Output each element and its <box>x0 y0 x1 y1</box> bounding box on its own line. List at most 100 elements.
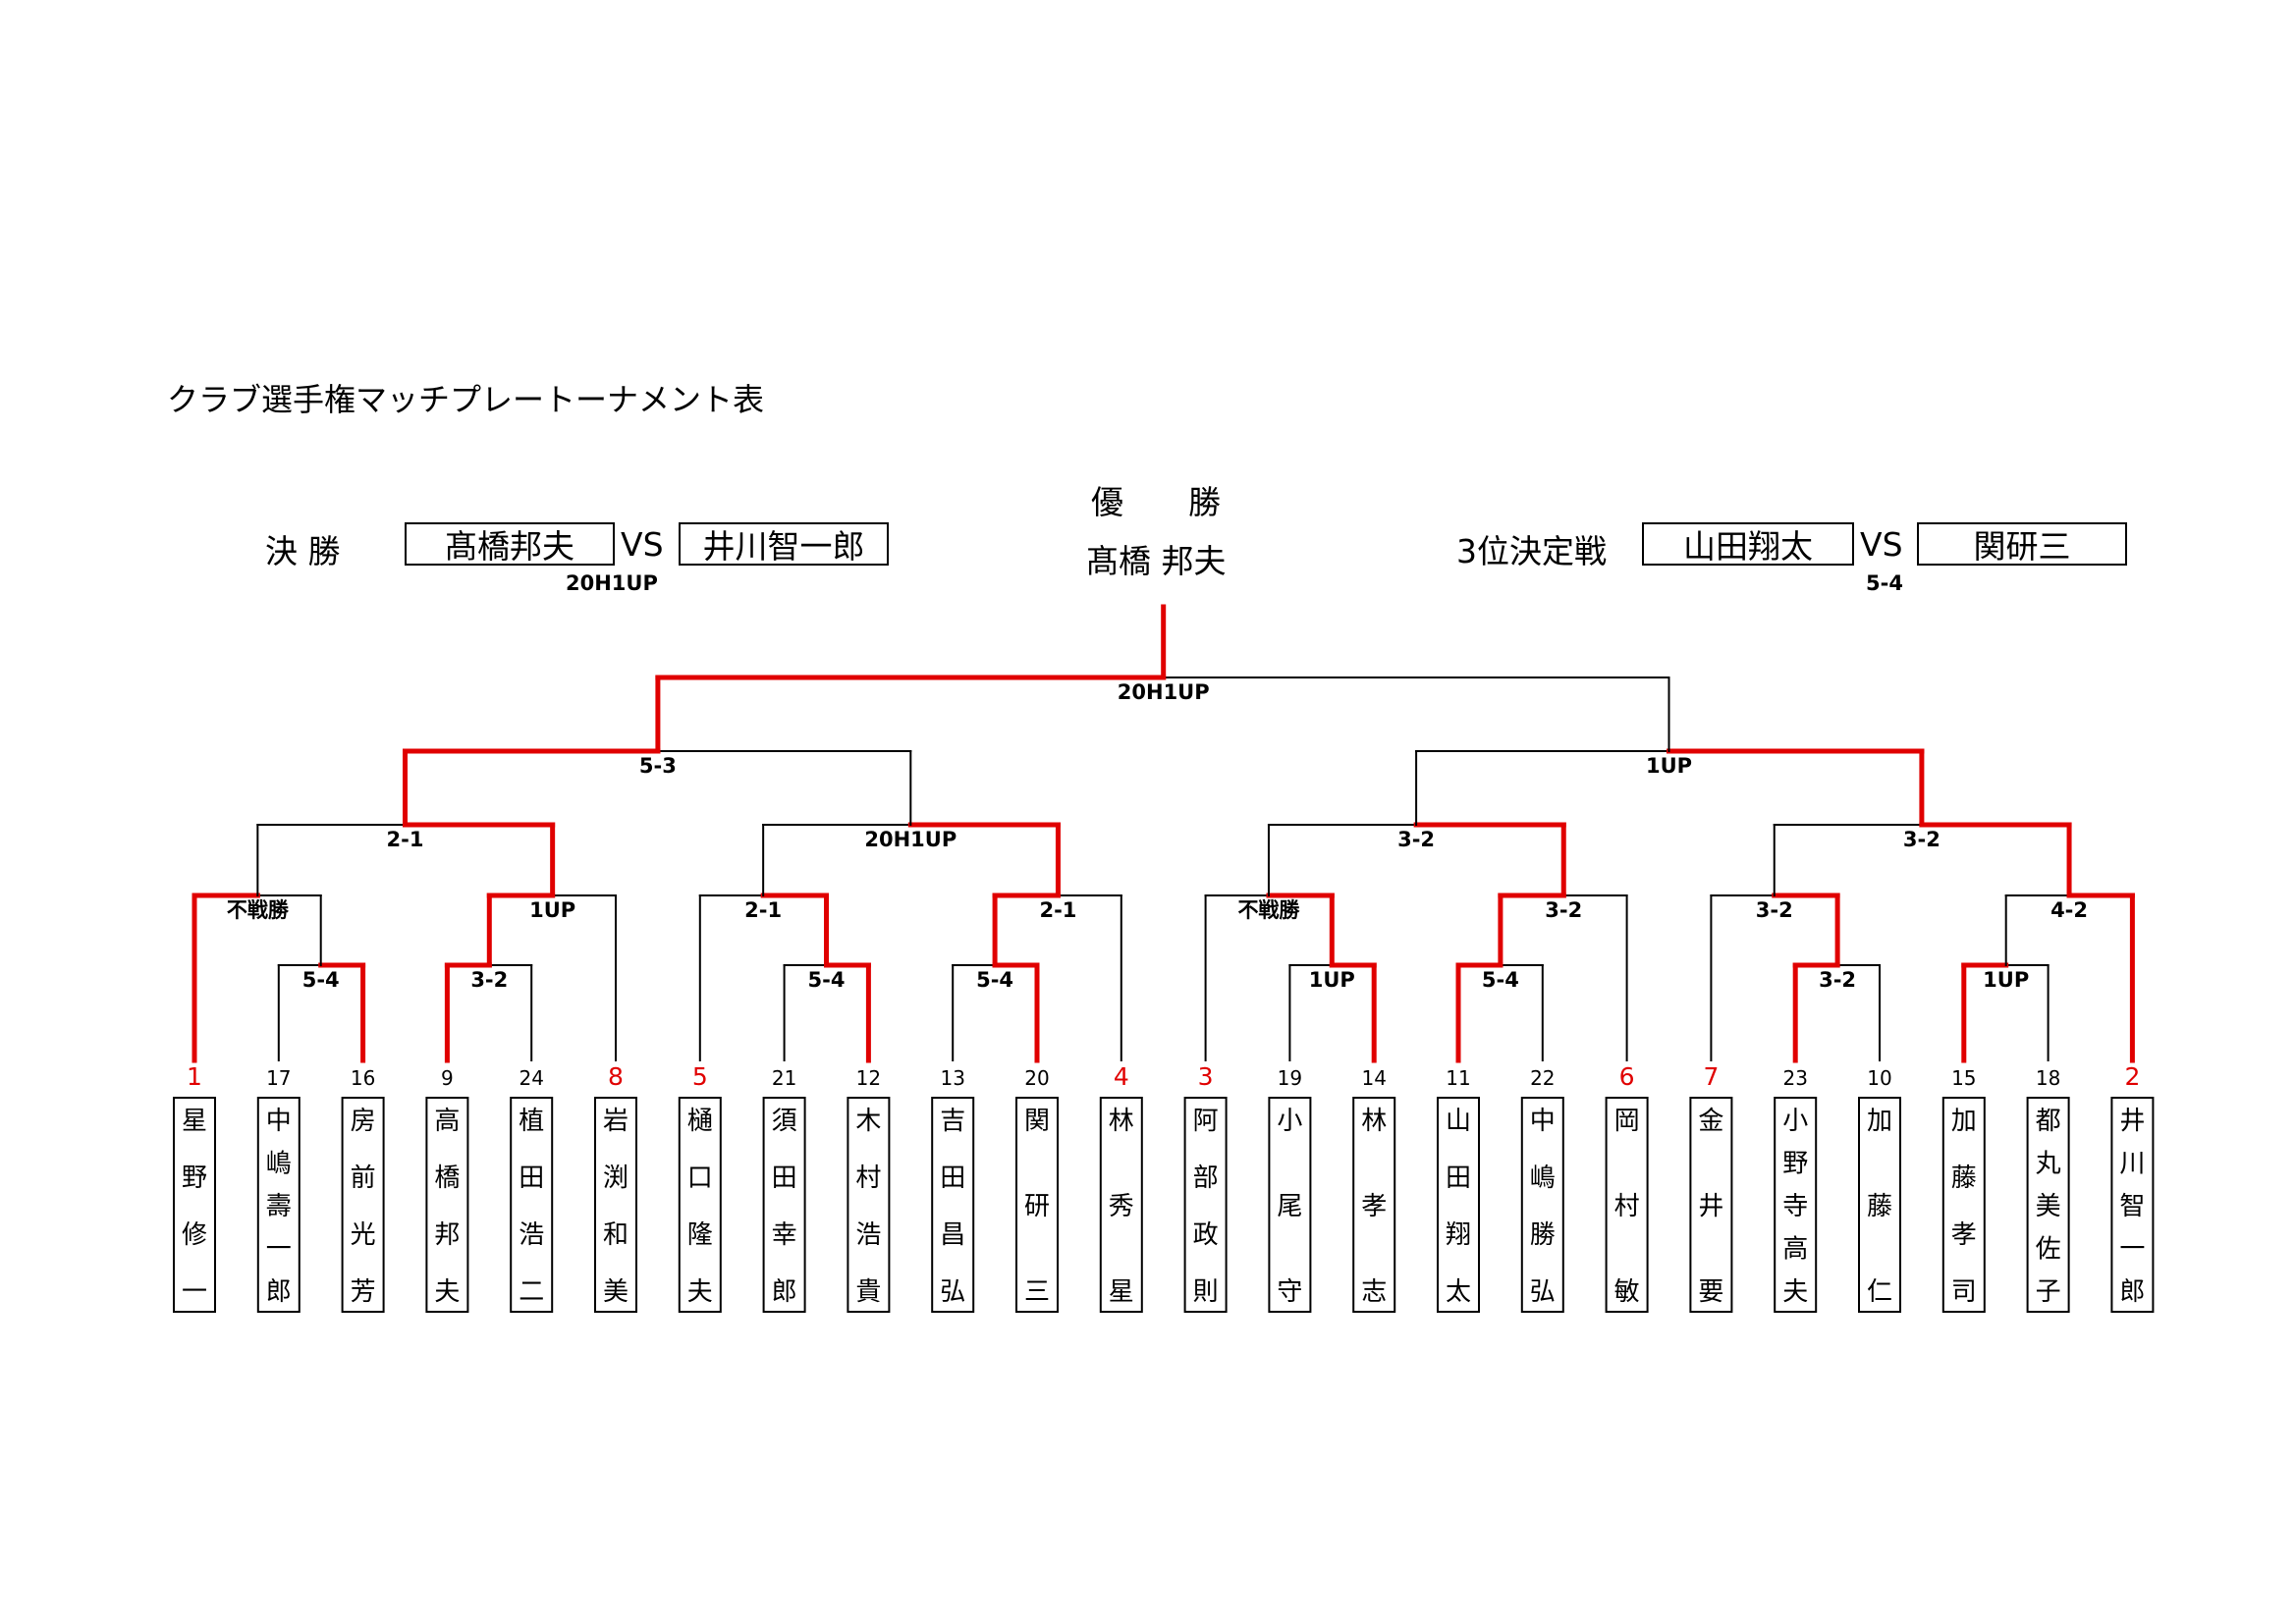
player-name-char-1-3: 修 <box>182 1220 207 1250</box>
player-name-char-19-1: 小 <box>1277 1107 1302 1136</box>
player-name-char-17-3: 壽 <box>266 1192 292 1221</box>
player-name-box-11 <box>1437 1097 1480 1313</box>
match-score-r3c-3-2: 3-2 <box>1397 828 1435 851</box>
player-number-4: 4 <box>1114 1062 1129 1091</box>
player-name-char-8-2: 渕 <box>603 1164 629 1193</box>
player-name-char-6-2: 村 <box>1614 1192 1640 1221</box>
player-number-22: 22 <box>1530 1066 1555 1090</box>
player-number-15: 15 <box>1951 1066 1976 1090</box>
player-name-char-5-3: 隆 <box>687 1220 713 1250</box>
player-name-char-2-4: 一 <box>2119 1235 2145 1265</box>
match-score-r1a-5-4: 5-4 <box>302 968 340 992</box>
player-name-char-3-2: 部 <box>1193 1164 1219 1193</box>
player-name-char-4-1: 林 <box>1109 1107 1134 1136</box>
final-player1-box: 髙橋邦夫 <box>405 522 615 566</box>
player-name-char-1-2: 野 <box>182 1164 207 1193</box>
player-name-char-2-5: 郎 <box>2119 1277 2145 1307</box>
player-name-box-20 <box>1015 1097 1059 1313</box>
page-title: クラブ選手権マッチプレートーナメント表 <box>167 381 765 418</box>
player-number-6: 6 <box>1619 1062 1635 1091</box>
final-player2-box: 井川智一郎 <box>679 522 889 566</box>
player-name-char-3-1: 阿 <box>1193 1107 1219 1136</box>
final-player2: 井川智一郎 <box>702 527 865 566</box>
player-name-char-23-3: 寺 <box>1782 1192 1808 1221</box>
third-player1: 山田翔太 <box>1683 527 1813 566</box>
match-score-r2a--: 不戦勝 <box>227 898 290 922</box>
player-number-23: 23 <box>1782 1066 1807 1090</box>
match-score-r1h-1UP: 1UP <box>1983 968 2029 992</box>
player-number-7: 7 <box>1703 1062 1719 1091</box>
player-name-char-6-3: 敏 <box>1614 1277 1640 1307</box>
player-name-char-24-2: 田 <box>519 1164 544 1193</box>
player-name-char-13-1: 吉 <box>940 1107 965 1136</box>
player-number-13: 13 <box>940 1066 964 1090</box>
match-score-r2e--: 不戦勝 <box>1237 898 1300 922</box>
player-name-char-4-3: 星 <box>1109 1277 1134 1307</box>
match-score-r3b-20H1UP: 20H1UP <box>864 828 957 851</box>
player-name-char-8-4: 美 <box>603 1277 629 1307</box>
player-name-char-24-1: 植 <box>519 1107 544 1136</box>
player-name-char-21-4: 郎 <box>772 1277 797 1307</box>
player-name-char-12-2: 村 <box>855 1164 881 1193</box>
player-name-box-7 <box>1689 1097 1733 1313</box>
player-name-char-21-3: 幸 <box>772 1220 797 1250</box>
player-name-char-12-4: 貴 <box>855 1277 881 1307</box>
player-name-char-3-3: 政 <box>1193 1220 1219 1250</box>
player-name-box-1 <box>173 1097 216 1313</box>
player-name-char-1-4: 一 <box>182 1277 207 1307</box>
third-player2: 関研三 <box>1973 527 2071 566</box>
player-name-char-11-3: 翔 <box>1446 1220 1471 1250</box>
match-score-r2h-4-2: 4-2 <box>2050 898 2088 922</box>
final-vs: VS <box>621 525 664 564</box>
player-name-char-5-4: 夫 <box>687 1277 713 1307</box>
match-score-r2b-1UP: 1UP <box>529 898 575 922</box>
player-name-char-5-2: 口 <box>687 1164 713 1193</box>
match-score-r4b-1UP: 1UP <box>1646 754 1692 778</box>
player-name-box-2 <box>2110 1097 2155 1313</box>
player-name-box-17 <box>256 1097 301 1313</box>
player-name-char-3-4: 則 <box>1193 1277 1219 1307</box>
player-name-char-14-2: 孝 <box>1361 1192 1387 1221</box>
champion-name: 髙橋 邦夫 <box>1086 542 1227 580</box>
player-name-char-17-2: 嶋 <box>266 1150 292 1179</box>
player-name-char-23-1: 小 <box>1782 1107 1808 1136</box>
player-name-char-12-3: 浩 <box>855 1220 881 1250</box>
player-name-box-15 <box>1941 1097 1986 1313</box>
player-name-char-11-1: 山 <box>1446 1107 1471 1136</box>
player-name-char-22-1: 中 <box>1530 1107 1556 1136</box>
player-name-char-10-1: 加 <box>1867 1107 1892 1136</box>
player-name-box-5 <box>678 1097 722 1313</box>
match-score-r1b-3-2: 3-2 <box>470 968 508 992</box>
player-name-char-24-3: 浩 <box>519 1220 544 1250</box>
player-name-char-22-4: 弘 <box>1530 1277 1556 1307</box>
player-name-char-16-4: 芳 <box>351 1277 376 1307</box>
match-score-r1g-3-2: 3-2 <box>1819 968 1856 992</box>
player-number-1: 1 <box>187 1062 202 1091</box>
player-name-box-13 <box>931 1097 975 1313</box>
player-name-box-12 <box>847 1097 891 1313</box>
match-score-r2g-3-2: 3-2 <box>1756 898 1793 922</box>
player-name-char-20-2: 研 <box>1024 1192 1050 1221</box>
player-name-char-10-2: 藤 <box>1867 1192 1892 1221</box>
final-score: 20H1UP <box>566 571 658 595</box>
player-name-char-21-1: 須 <box>772 1107 797 1136</box>
player-name-char-21-2: 田 <box>772 1164 797 1193</box>
player-name-box-9 <box>425 1097 469 1313</box>
player-name-char-7-1: 金 <box>1698 1107 1723 1136</box>
player-name-char-20-1: 関 <box>1024 1107 1050 1136</box>
third-score: 5-4 <box>1866 571 1903 595</box>
match-score-r1e-1UP: 1UP <box>1309 968 1355 992</box>
player-name-char-15-4: 司 <box>1951 1277 1977 1307</box>
player-name-char-13-4: 弘 <box>940 1277 965 1307</box>
third-place-label: 3位決定戦 <box>1456 532 1607 570</box>
player-number-16: 16 <box>351 1066 375 1090</box>
match-score-r3a-2-1: 2-1 <box>387 828 424 851</box>
player-name-box-10 <box>1858 1097 1901 1313</box>
player-name-char-11-4: 太 <box>1446 1277 1471 1307</box>
player-name-char-18-3: 美 <box>2036 1192 2061 1221</box>
player-number-12: 12 <box>856 1066 881 1090</box>
player-name-char-19-3: 守 <box>1277 1277 1302 1307</box>
player-name-char-5-1: 樋 <box>687 1107 713 1136</box>
player-name-char-16-2: 前 <box>351 1164 376 1193</box>
